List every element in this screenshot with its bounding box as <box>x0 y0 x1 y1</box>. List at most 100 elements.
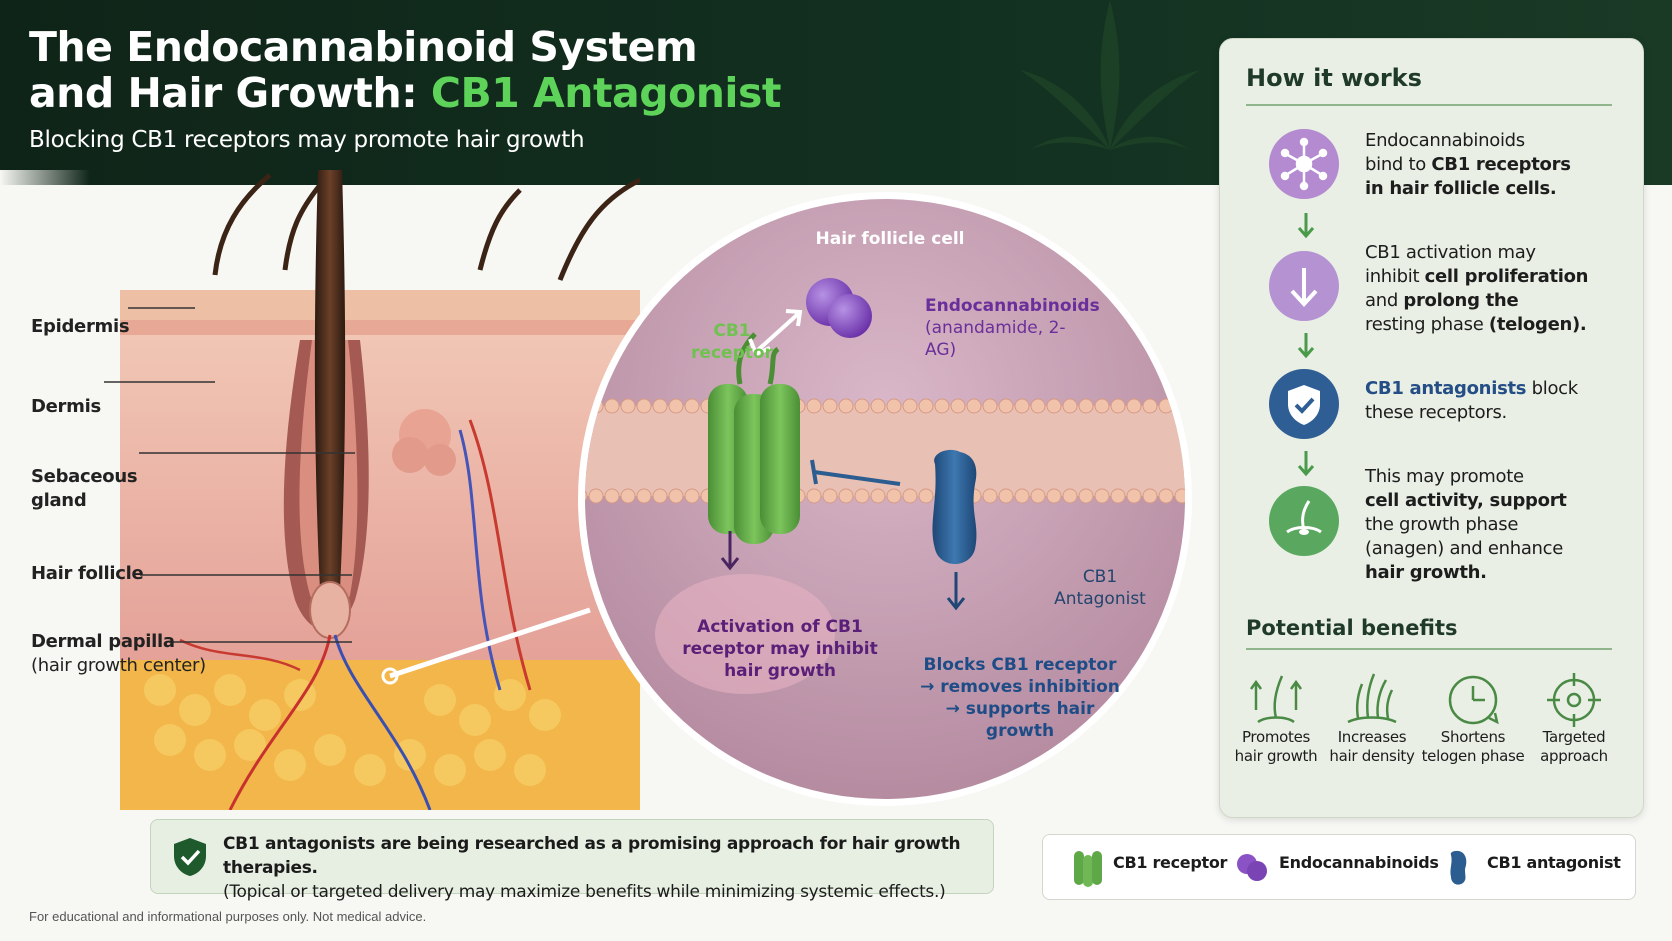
shield-check-icon <box>1269 369 1339 439</box>
label-dermal-papilla: Dermal papilla (hair growth center) <box>31 630 206 678</box>
step-2-line3b: prolong the <box>1403 290 1519 311</box>
hair-density-icon <box>1347 673 1397 724</box>
cannabis-leaf-icon <box>1020 0 1200 150</box>
cb1-antagonist-legend-icon <box>1450 850 1467 885</box>
title-line-2-prefix: and Hair Growth: <box>29 69 431 117</box>
research-note-line1: CB1 antagonists are being researched as … <box>223 834 961 878</box>
step-1-text: Endocannabinoids bind to CB1 receptors i… <box>1365 129 1630 201</box>
flow-arrow-icon <box>1297 451 1315 477</box>
hair-growth-icon <box>1249 675 1303 724</box>
endocannabinoid-legend-icon <box>1237 854 1267 881</box>
how-it-works-heading: How it works <box>1246 64 1422 92</box>
blood-vessel <box>333 634 432 810</box>
legend-cb1-antagonist: CB1 antagonist <box>1487 853 1621 872</box>
label-hair-follicle: Hair follicle <box>31 563 144 584</box>
legend-endocannabinoids: Endocannabinoids <box>1279 853 1439 872</box>
divider <box>1246 648 1612 650</box>
step-2-line1: CB1 activation may <box>1365 242 1536 263</box>
legend-cb1-receptor: CB1 receptor <box>1113 853 1228 872</box>
flow-arrow-icon <box>1297 333 1315 359</box>
cb1-antagonist-label-line1: CB1 <box>1082 567 1118 587</box>
label-dermal-papilla-line1: Dermal papilla <box>31 631 175 652</box>
shield-check-icon <box>174 838 206 876</box>
step-2-text: CB1 activation may inhibit cell prolifer… <box>1365 241 1630 337</box>
cb1-receptor-label-line1: CB1 <box>713 321 751 341</box>
step-1-line2b: CB1 receptors <box>1431 154 1571 175</box>
step-2-line3a: and <box>1365 290 1404 311</box>
clock-icon <box>1448 675 1499 725</box>
sebaceous-gland <box>392 409 456 476</box>
step-3-line1b: block <box>1526 378 1579 399</box>
blocks-caption-line1: Blocks CB1 receptor <box>923 655 1117 675</box>
benefit-targeted-approach: Targeted approach <box>1526 670 1622 765</box>
benefit-3-label: Shortens telogen phase <box>1421 728 1525 766</box>
benefit-2-label: Increases hair density <box>1320 728 1424 766</box>
blocks-caption: Blocks CB1 receptor → removes inhibition… <box>915 654 1125 742</box>
cb1-antagonist-label: CB1 Antagonist <box>1040 566 1160 610</box>
step-4-line5: hair growth. <box>1365 562 1487 583</box>
step-1-line3: in hair follicle cells. <box>1365 178 1557 199</box>
hair-strand <box>557 177 640 281</box>
hair-follicle-cell-label: Hair follicle cell <box>815 229 965 249</box>
label-dermal-papilla-line2: (hair growth center) <box>31 655 206 676</box>
endocannabinoids-label-line2: (anandamide, 2-AG) <box>925 318 1066 360</box>
activation-caption: Activation of CB1 receptor may inhibit h… <box>670 616 890 682</box>
cb1-receptor-shape <box>708 332 800 544</box>
potential-benefits-heading: Potential benefits <box>1246 616 1458 640</box>
benefit-shortens-telogen-phase: Shortens telogen phase <box>1422 670 1525 765</box>
benefit-2-line2: hair density <box>1329 747 1415 765</box>
research-note-text: CB1 antagonists are being researched as … <box>223 832 983 904</box>
endocannabinoids-label: Endocannabinoids (anandamide, 2-AG) <box>925 295 1100 361</box>
cb1-receptor-legend-icon <box>1074 851 1102 887</box>
cell-membrane <box>585 398 1185 504</box>
step-3-text: CB1 antagonists block these receptors. <box>1365 377 1630 425</box>
label-sebaceous-line1: Sebaceous <box>31 466 138 487</box>
benefit-2-line1: Increases <box>1337 728 1407 746</box>
flow-arrow-icon <box>1297 213 1315 239</box>
activation-caption-line3: hair growth <box>724 661 836 681</box>
hair-sprout-icon <box>1269 486 1339 556</box>
benefit-4-label: Targeted approach <box>1522 728 1626 766</box>
label-dermis: Dermis <box>31 396 101 417</box>
benefit-3-line2: telogen phase <box>1421 747 1525 765</box>
divider <box>1246 104 1612 106</box>
step-3-line1a: CB1 antagonists <box>1365 378 1527 399</box>
activation-caption-line2: receptor may inhibit <box>682 639 878 659</box>
title-accent: CB1 Antagonist <box>430 69 782 117</box>
benefit-1-label: Promotes hair growth <box>1224 728 1328 766</box>
antagonist-down-arrow <box>946 572 966 611</box>
step-4-line1: This may promote <box>1365 466 1524 487</box>
research-note-box: CB1 antagonists are being researched as … <box>150 819 994 902</box>
endocannabinoids-label-line1: Endocannabinoids <box>925 296 1100 316</box>
step-4-line4: (anagen) and enhance <box>1365 538 1564 559</box>
step-2-line4a: resting phase <box>1365 314 1489 335</box>
cb1-receptor-label: CB1 receptor <box>682 320 782 364</box>
inhibition-line <box>810 459 901 486</box>
binding-arrow <box>748 309 803 357</box>
page-subtitle: Blocking CB1 receptors may promote hair … <box>29 127 585 153</box>
target-icon <box>1547 673 1601 727</box>
blocks-caption-line2: → removes inhibition <box>920 677 1120 697</box>
step-4-line3: the growth phase <box>1365 514 1519 535</box>
zoomed-cell-illustration <box>578 192 1192 806</box>
activation-down-arrow <box>720 531 740 571</box>
page-title: The Endocannabinoid System and Hair Grow… <box>29 24 789 116</box>
step-2-line2a: inhibit <box>1365 266 1425 287</box>
legend: CB1 receptor Endocannabinoids CB1 antago… <box>1042 834 1636 900</box>
step-2-line4b: (telogen). <box>1488 314 1587 335</box>
disclaimer: For educational and informational purpos… <box>29 909 427 924</box>
hair-strand <box>477 188 522 271</box>
how-it-works-panel: How it works Endocannabinoids bind to CB… <box>1219 38 1644 818</box>
down-arrow-icon <box>1269 251 1339 321</box>
cb1-receptor-label-line2: receptor <box>691 343 773 363</box>
skin-cross-section-illustration <box>0 170 640 810</box>
dermal-papilla <box>309 581 351 639</box>
label-sebaceous-line2: gland <box>31 490 87 511</box>
benefit-1-line2: hair growth <box>1234 747 1318 765</box>
title-line-1: The Endocannabinoid System <box>29 23 698 71</box>
step-2-line2b: cell proliferation <box>1424 266 1589 287</box>
blocks-caption-line3: → supports hair growth <box>945 699 1095 741</box>
step-4-text: This may promote cell activity, support … <box>1365 465 1630 585</box>
benefit-3-line1: Shortens <box>1440 728 1506 746</box>
benefit-1-line1: Promotes <box>1241 728 1311 746</box>
